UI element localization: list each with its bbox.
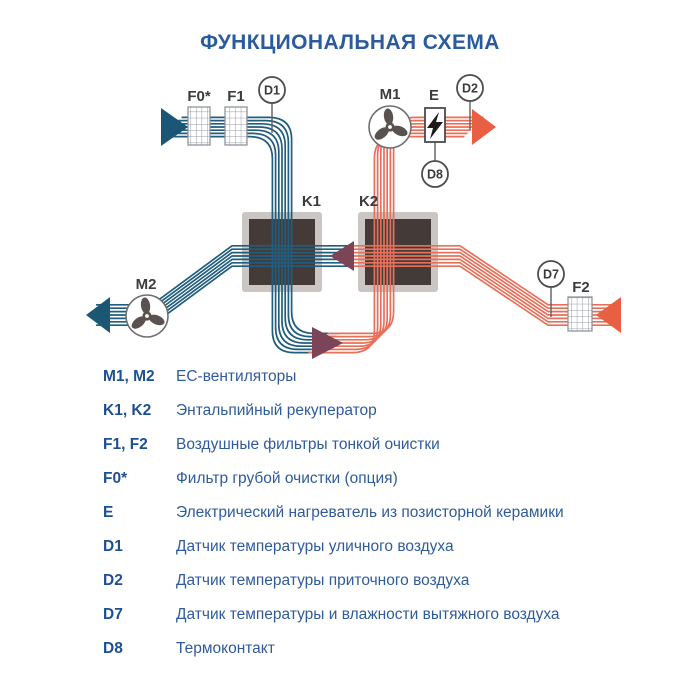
flow-direction-arrow-right [312, 327, 343, 359]
label-m1: M1 [380, 86, 401, 103]
legend-key: F0* [103, 470, 128, 487]
sensor-d1: D1 [258, 76, 286, 104]
legend-key: M1, M2 [103, 368, 155, 385]
legend-row-f12: F1, F2 Воздушные фильтры тонкой очистки [103, 436, 663, 470]
legend-row-f0: F0* Фильтр грубой очистки (опция) [103, 470, 663, 504]
heater-e [424, 107, 446, 143]
fan-m1-icon [368, 105, 412, 149]
supply-air-outlet-arrow [472, 109, 496, 145]
legend-desc: ЕС-вентиляторы [176, 368, 297, 385]
legend-row-d1: D1 Датчик температуры уличного воздуха [103, 538, 663, 572]
legend: M1, M2 ЕС-вентиляторы K1, K2 Энтальпийны… [103, 368, 663, 674]
extract-air-inlet-arrow [596, 297, 621, 333]
legend-desc: Датчик температуры приточного воздуха [176, 572, 470, 589]
legend-key: E [103, 504, 114, 521]
page-title: ФУНКЦИОНАЛЬНАЯ СХЕМА [200, 31, 500, 54]
legend-key: D8 [103, 640, 123, 657]
sensor-connectors [271, 101, 552, 317]
legend-desc: Датчик температуры и влажности вытяжного… [176, 606, 560, 623]
sensor-d7-label: D7 [543, 268, 559, 282]
legend-key: K1, K2 [103, 402, 152, 419]
sensor-d8: D8 [421, 160, 449, 188]
legend-desc: Энтальпийный рекуператор [176, 402, 377, 419]
sensor-d1-label: D1 [264, 84, 280, 98]
lightning-bolt-icon [427, 112, 443, 139]
legend-row-d2: D2 Датчик температуры приточного воздуха [103, 572, 663, 606]
legend-key: D2 [103, 572, 123, 589]
sensor-d7: D7 [537, 260, 565, 288]
sensor-d8-label: D8 [427, 168, 443, 182]
exhaust-air-outlet-arrow [86, 297, 110, 333]
legend-row-m: M1, M2 ЕС-вентиляторы [103, 368, 663, 402]
label-m2: M2 [136, 276, 157, 293]
legend-key: D1 [103, 538, 123, 555]
label-f1: F1 [227, 88, 245, 105]
fresh-air-inlet-arrow [161, 108, 188, 146]
legend-desc: Воздушные фильтры тонкой очистки [176, 436, 440, 453]
legend-key: F1, F2 [103, 436, 148, 453]
legend-desc: Термоконтакт [176, 640, 275, 657]
legend-row-d8: D8 Термоконтакт [103, 640, 663, 674]
fan-m2-icon [125, 294, 169, 338]
sensor-d2: D2 [456, 74, 484, 102]
label-f0: F0* [187, 88, 211, 105]
filter-f2 [567, 296, 593, 332]
legend-desc: Датчик температуры уличного воздуха [176, 538, 454, 555]
label-f2: F2 [572, 279, 590, 296]
legend-desc: Фильтр грубой очистки (опция) [176, 470, 398, 487]
label-k1: K1 [302, 193, 321, 210]
label-k2: K2 [359, 193, 378, 210]
legend-desc: Электрический нагреватель из позисторной… [176, 504, 564, 521]
filter-f0 [187, 106, 211, 146]
legend-key: D7 [103, 606, 123, 623]
legend-row-k: K1, K2 Энтальпийный рекуператор [103, 402, 663, 436]
sensor-d2-label: D2 [462, 82, 478, 96]
flow-direction-arrow-left [330, 241, 354, 271]
legend-row-e: E Электрический нагреватель из позисторн… [103, 504, 663, 538]
legend-row-d7: D7 Датчик температуры и влажности вытяжн… [103, 606, 663, 640]
label-e: E [429, 87, 439, 104]
filter-f1 [224, 106, 248, 146]
